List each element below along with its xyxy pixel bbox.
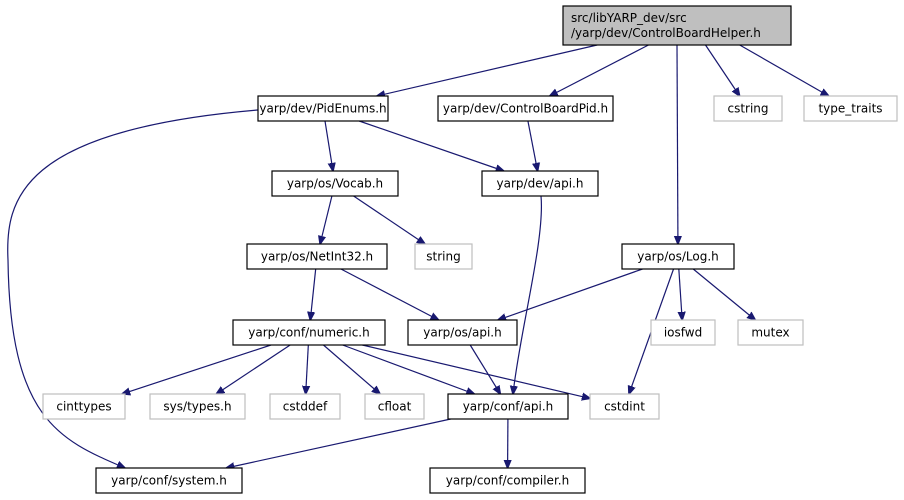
edge-root-to-cstring: [705, 44, 740, 96]
edge-numeric-to-cfloat: [323, 344, 380, 394]
node-box: [803, 95, 898, 122]
node-box: [42, 393, 126, 420]
node-label: cstdint: [604, 400, 645, 414]
node-vocab[interactable]: yarp/os/Vocab.h: [271, 170, 399, 197]
node-box: [429, 467, 586, 494]
node-box: [650, 319, 716, 346]
node-label: yarp/conf/compiler.h: [446, 474, 569, 488]
node-cstddef[interactable]: cstddef: [269, 393, 341, 420]
node-netint32[interactable]: yarp/os/NetInt32.h: [246, 243, 388, 270]
node-compiler[interactable]: yarp/conf/compiler.h: [429, 467, 586, 494]
edge-root-to-type_traits: [739, 44, 829, 96]
edge-log-to-mutex: [692, 268, 755, 320]
node-label: iosfwd: [664, 326, 702, 340]
edge-vocab-to-netint32: [320, 195, 333, 244]
node-systypes[interactable]: sys/types.h: [149, 393, 246, 420]
node-label: string: [426, 250, 460, 264]
node-label: yarp/dev/api.h: [497, 177, 584, 191]
node-box: [407, 319, 518, 346]
node-mutex[interactable]: mutex: [737, 319, 804, 346]
node-cstdint[interactable]: cstdint: [589, 393, 660, 420]
edge-confapi-to-system: [226, 418, 451, 468]
node-box: [232, 319, 386, 346]
node-box: [246, 243, 388, 270]
edge-devapi-to-confapi: [513, 195, 543, 394]
edge-osapi-to-confapi: [469, 344, 500, 394]
node-box: [95, 467, 243, 494]
edge-pidenums-to-devapi: [358, 120, 504, 171]
node-cbpid[interactable]: yarp/dev/ControlBoardPid.h: [437, 95, 614, 122]
node-pidenums[interactable]: yarp/dev/PidEnums.h: [257, 95, 389, 122]
node-box: [737, 319, 804, 346]
node-type_traits[interactable]: type_traits: [803, 95, 898, 122]
edge-numeric-to-systypes: [216, 344, 291, 394]
node-box: [437, 95, 614, 122]
edge-vocab-to-string: [353, 195, 425, 244]
edge-log-to-osapi: [498, 268, 643, 320]
edge-log-to-iosfwd: [679, 268, 682, 320]
node-osapi[interactable]: yarp/os/api.h: [407, 319, 518, 346]
node-label: yarp/conf/numeric.h: [248, 326, 369, 340]
edge-pidenums-to-vocab: [324, 120, 333, 171]
node-box: [562, 5, 792, 46]
node-label: yarp/os/NetInt32.h: [261, 250, 373, 264]
node-cinttypes[interactable]: cinttypes: [42, 393, 126, 420]
edge-root-to-log: [677, 44, 678, 244]
node-system[interactable]: yarp/conf/system.h: [95, 467, 243, 494]
node-numeric[interactable]: yarp/conf/numeric.h: [232, 319, 386, 346]
edge-root-to-pidenums: [377, 44, 598, 96]
node-label: yarp/dev/ControlBoardPid.h: [443, 102, 608, 116]
node-label: cfloat: [378, 400, 412, 414]
edge-numeric-to-cinttypes: [122, 344, 272, 394]
edge-netint32-to-numeric: [310, 268, 317, 320]
node-log[interactable]: yarp/os/Log.h: [621, 243, 735, 270]
node-label: type_traits: [818, 102, 882, 116]
node-label: sys/types.h: [163, 400, 231, 414]
node-box: [621, 243, 735, 270]
node-box: [589, 393, 660, 420]
edge-netint32-to-osapi: [340, 268, 439, 320]
node-label: yarp/conf/api.h: [463, 400, 554, 414]
node-label: cstddef: [283, 400, 328, 414]
edge-root-to-cbpid: [550, 44, 649, 96]
node-box: [257, 95, 389, 122]
edge-cbpid-to-devapi: [527, 120, 538, 171]
node-label: src/libYARP_dev/src: [571, 11, 687, 25]
node-box: [481, 170, 599, 197]
node-string[interactable]: string: [414, 243, 473, 270]
edge-numeric-to-cstdint: [362, 344, 590, 398]
node-label: cinttypes: [56, 400, 111, 414]
node-box: [447, 393, 569, 420]
node-box: [271, 170, 399, 197]
node-root[interactable]: src/libYARP_dev/src/yarp/dev/ControlBoar…: [562, 5, 792, 46]
node-label: yarp/os/api.h: [423, 326, 501, 340]
node-iosfwd[interactable]: iosfwd: [650, 319, 716, 346]
edge-numeric-to-cstddef: [306, 344, 309, 394]
node-cstring[interactable]: cstring: [713, 95, 783, 122]
node-label: yarp/os/Vocab.h: [287, 177, 383, 191]
node-label: yarp/conf/system.h: [111, 474, 227, 488]
node-devapi[interactable]: yarp/dev/api.h: [481, 170, 599, 197]
node-label: yarp/dev/PidEnums.h: [259, 102, 386, 116]
node-box: [364, 393, 425, 420]
node-label: mutex: [751, 326, 789, 340]
node-box: [269, 393, 341, 420]
node-label: yarp/os/Log.h: [637, 250, 719, 264]
node-confapi[interactable]: yarp/conf/api.h: [447, 393, 569, 420]
node-box: [149, 393, 246, 420]
node-cfloat[interactable]: cfloat: [364, 393, 425, 420]
node-label: cstring: [727, 102, 768, 116]
node-label: /yarp/dev/ControlBoardHelper.h: [571, 26, 761, 40]
edge-pidenums-to-system: [7, 109, 259, 468]
node-box: [713, 95, 783, 122]
node-box: [414, 243, 473, 270]
edge-numeric-to-confapi: [342, 344, 475, 394]
